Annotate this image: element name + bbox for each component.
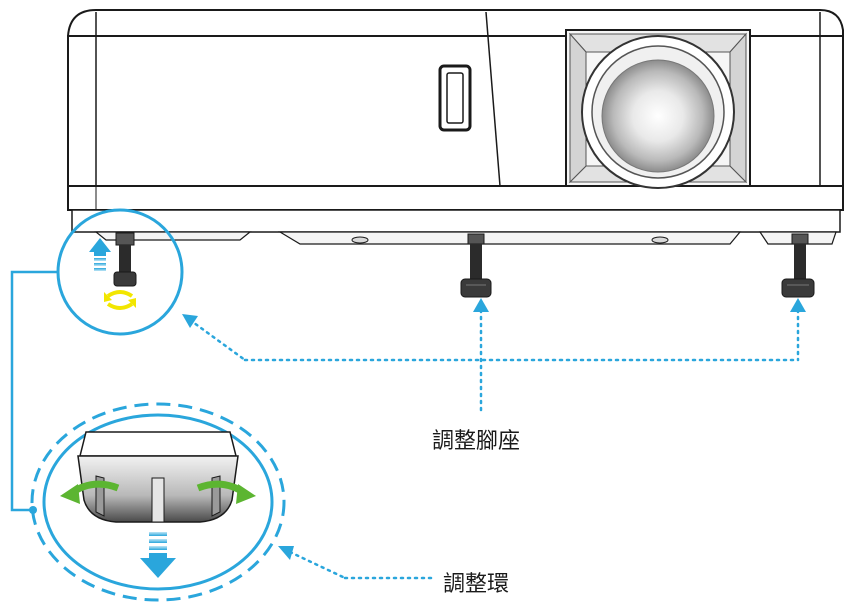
detail-connector <box>10 270 58 514</box>
pointer-arrowheads <box>182 298 806 560</box>
ring-detail-circle <box>42 413 274 591</box>
front-right-foot <box>781 233 815 298</box>
arrow-up-icon <box>89 238 111 271</box>
front-center-foot <box>460 233 492 298</box>
rotate-left-green-icon <box>60 480 120 504</box>
ring-detail-dashed-outline <box>30 402 286 602</box>
ir-sensor-window <box>438 64 472 132</box>
lens-icon <box>601 59 715 173</box>
adjustment-ring-illustration <box>77 431 239 523</box>
rear-left-foot <box>113 232 137 287</box>
adjust-feet-label: 調整腳座 <box>432 429 521 454</box>
rotate-icon <box>104 290 136 310</box>
adjust-ring-label: 調整環 <box>443 572 510 597</box>
arrow-down-icon <box>140 532 176 578</box>
lens-assembly <box>565 29 751 189</box>
feet-pointer-lines <box>188 308 800 580</box>
rotate-right-green-icon <box>196 480 256 504</box>
